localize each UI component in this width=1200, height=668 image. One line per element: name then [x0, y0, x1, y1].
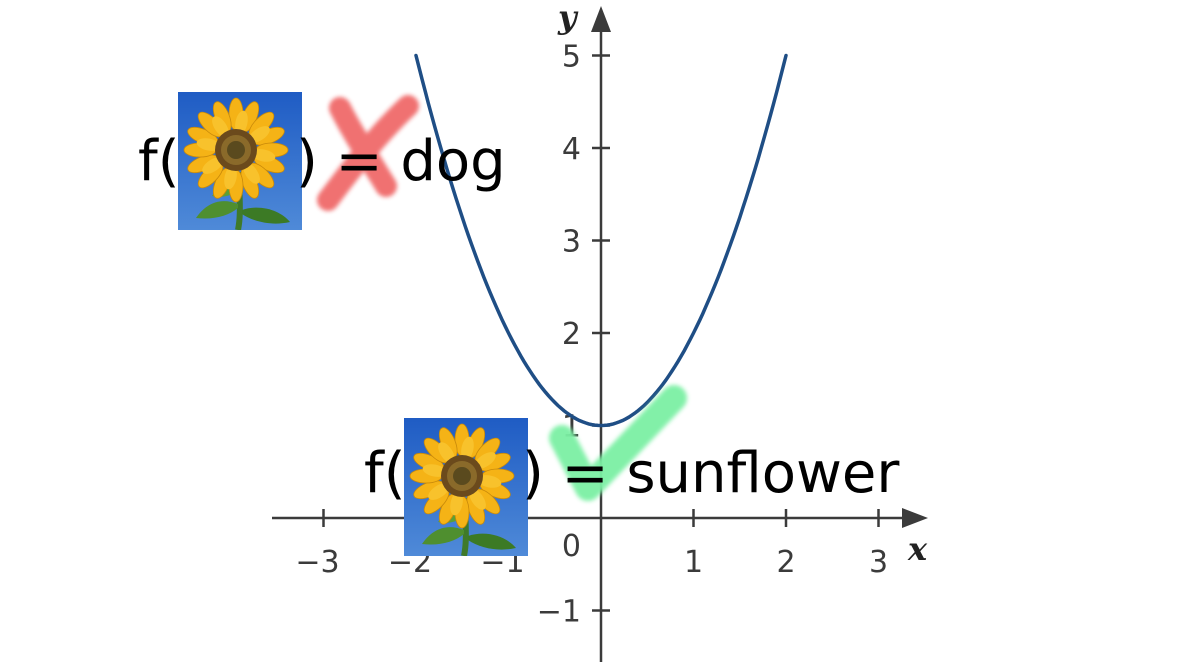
- parabola-curve: [414, 53, 788, 428]
- axes: [272, 22, 908, 662]
- y-tick-label: 3: [562, 225, 581, 260]
- y-axis-label: y: [557, 0, 579, 36]
- y-tick-label: −1: [537, 595, 581, 630]
- sunflower-photo-icon: [404, 418, 528, 556]
- check-mark-icon: [549, 385, 687, 501]
- cross-mark-icon: [317, 95, 419, 211]
- wrong-formula-suffix: ) = dog: [296, 129, 506, 194]
- x-tick-label: 3: [869, 545, 888, 580]
- y-tick-label: 2: [562, 317, 581, 352]
- right-annotation: f( ) = sunflower: [364, 385, 900, 556]
- right-formula-prefix: f(: [364, 441, 406, 506]
- y-axis-arrow-icon: [591, 6, 611, 32]
- x-axis-arrow-icon: [902, 508, 928, 528]
- x-tick-label: −3: [295, 545, 339, 580]
- x-axis-label: x: [907, 530, 928, 568]
- wrong-annotation: f( ) = dog: [138, 92, 506, 230]
- x-tick-label: 2: [776, 545, 795, 580]
- origin-label: 0: [562, 529, 581, 564]
- sunflower-photo-icon: [178, 92, 302, 230]
- x-tick-label: 1: [684, 545, 703, 580]
- wrong-formula-prefix: f(: [138, 129, 180, 194]
- right-formula-suffix: ) = sunflower: [522, 441, 900, 506]
- y-tick-label: 5: [562, 40, 581, 75]
- y-tick-label: 4: [562, 132, 581, 167]
